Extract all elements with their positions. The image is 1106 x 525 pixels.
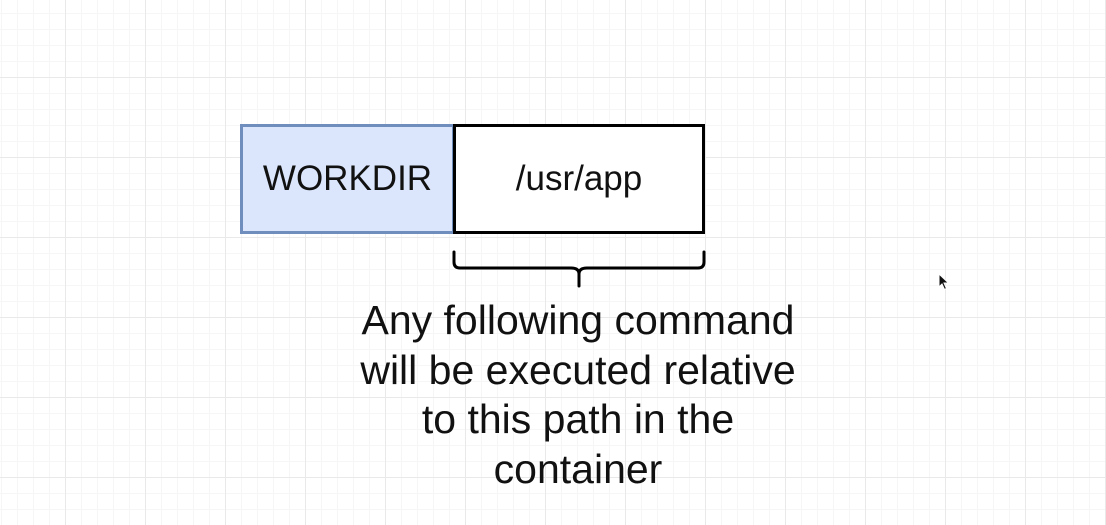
caption-line: container [493,445,663,492]
caption-line: Any following command [361,297,795,343]
path-label: /usr/app [515,159,643,198]
caption-line: will be executed relative [360,346,796,393]
caption-text: Any following command will be executed r… [303,296,853,494]
caption-line: to this path in the [421,396,735,442]
curly-brace-icon [452,250,706,288]
path-box[interactable]: /usr/app [453,124,705,234]
workdir-box[interactable]: WORKDIR [240,124,455,234]
workdir-label: WORKDIR [262,159,433,198]
mouse-pointer-icon [938,273,950,291]
